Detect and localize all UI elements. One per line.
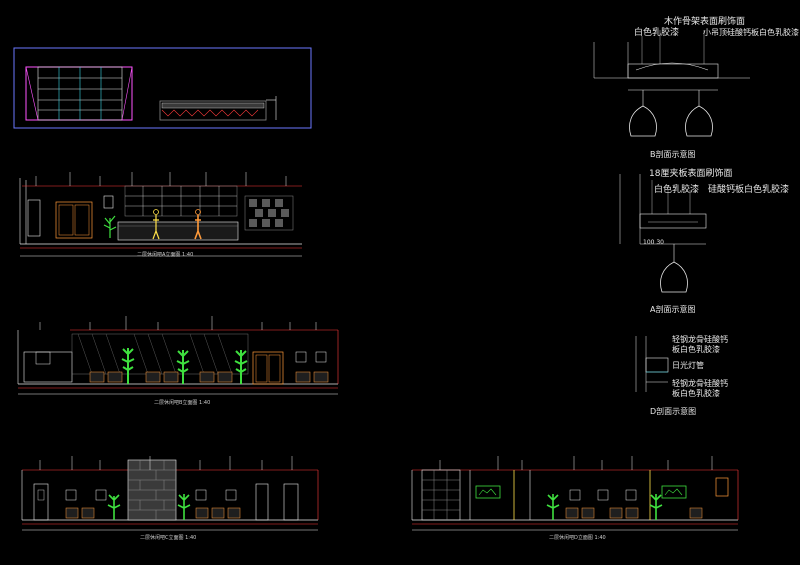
section-b-annotation: 小吊顶硅酸钙板白色乳胶漆 — [703, 28, 799, 37]
section-d-title: D剖面示意图 — [650, 407, 697, 416]
plant-icon — [121, 348, 135, 384]
plant-icon — [107, 494, 121, 520]
plant-icon — [103, 215, 117, 238]
seating-row — [89, 371, 329, 383]
dimension-ticks — [22, 456, 318, 531]
section-a-drawing — [619, 174, 707, 293]
elevation-b — [17, 316, 339, 395]
section-d-annotation: 板白色乳胶漆 — [672, 345, 720, 354]
green-artwork — [661, 485, 687, 499]
elevation-c — [21, 456, 319, 531]
green-artwork — [475, 485, 501, 499]
overview-frame — [13, 47, 312, 129]
seating-row — [565, 507, 703, 519]
pendant-lamp-icon — [660, 244, 688, 293]
section-d-annotation: 板白色乳胶漆 — [672, 389, 720, 398]
elevation-c-caption: 二层休闲吧C立面图 1:40 — [140, 535, 197, 541]
overview-building-block — [25, 66, 133, 121]
plant-icon — [649, 494, 663, 520]
section-a-title: A剖面示意图 — [650, 305, 696, 314]
section-d-drawing — [635, 336, 669, 392]
grid-window-panel — [421, 469, 461, 521]
pendant-lamp-icon — [685, 90, 713, 137]
section-b-annotation: 木作骨架表面刷饰面 — [664, 17, 746, 27]
door-icon — [252, 351, 284, 385]
stone-wall-panel — [127, 459, 177, 521]
section-d-annotation: 日光灯管 — [672, 361, 704, 370]
section-b-annotation: 白色乳胶漆 — [634, 28, 680, 38]
elevation-b-caption: 二层休闲吧B立面图 1:40 — [154, 400, 211, 406]
door-icon — [55, 201, 93, 239]
section-a-annotation: 18厘夹板表面刷饰面 — [649, 169, 733, 179]
dimension-ticks — [18, 316, 338, 395]
plant-icon — [546, 494, 560, 520]
person-figure-yellow — [152, 209, 160, 240]
seating-row — [65, 507, 241, 519]
section-b-drawing — [593, 30, 750, 137]
plant-icon — [234, 350, 248, 384]
plant-icon — [177, 494, 191, 520]
section-d-annotation: 轻钢龙骨硅酸钙 — [672, 379, 728, 388]
dimension-ticks — [412, 456, 738, 531]
wall-pattern-panel — [244, 195, 294, 231]
plant-icon — [176, 350, 190, 384]
elevation-a — [19, 172, 302, 257]
section-a-annotation: 白色乳胶漆 — [654, 185, 700, 195]
elevation-d-caption: 二层休闲吧D立面图 1:40 — [549, 535, 606, 541]
section-b-title: B剖面示意图 — [650, 150, 696, 159]
elevation-a-caption: 二层休闲吧A立面图 1:40 — [137, 252, 194, 258]
pendant-lamp-icon — [629, 90, 657, 137]
person-figure-orange — [194, 209, 202, 240]
section-d-annotation: 轻钢龙骨硅酸钙 — [672, 335, 728, 344]
dimension-ticks — [20, 172, 302, 257]
overview-counter-block — [159, 96, 277, 121]
bar-counter — [117, 221, 239, 241]
section-a-dimension: 100 30 — [643, 239, 664, 246]
section-a-annotation: 硅酸钙板白色乳胶漆 — [708, 185, 790, 195]
elevation-d — [411, 456, 739, 531]
